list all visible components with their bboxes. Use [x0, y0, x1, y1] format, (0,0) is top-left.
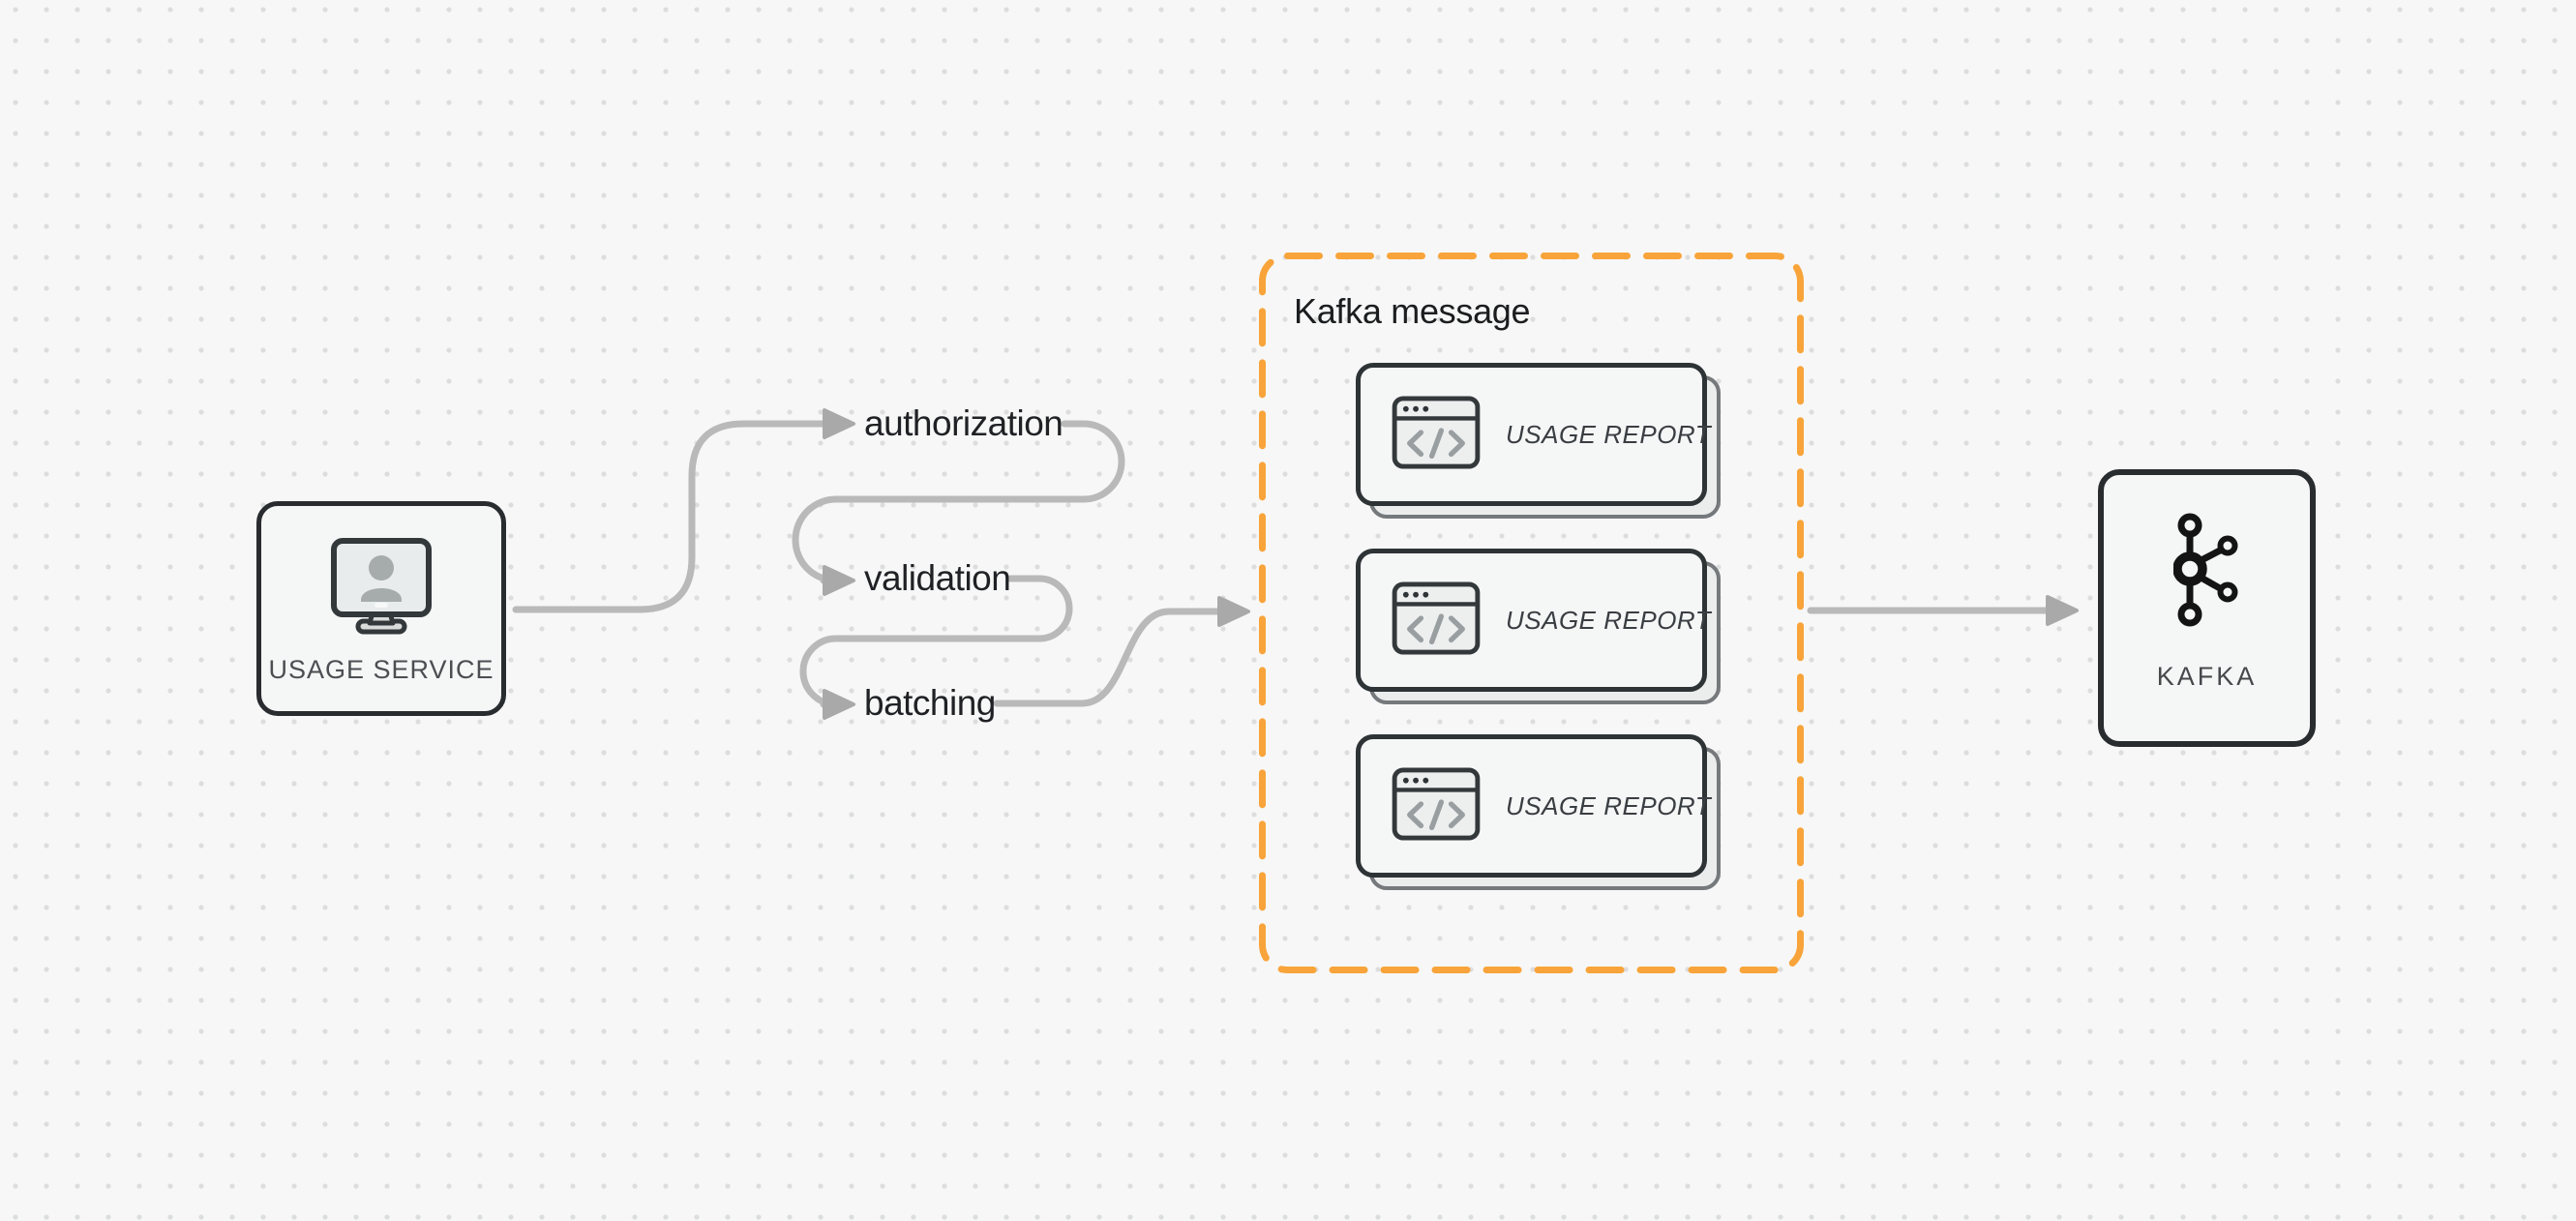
arrowhead-icon [823, 689, 855, 720]
card-front: USAGE REPORT [1356, 549, 1711, 692]
usage-report-card: USAGE REPORT [1356, 549, 1721, 704]
monitor-user-icon [261, 538, 501, 635]
wire-validation-to-batching [799, 575, 1073, 708]
wire-usage-service-to-authorization [512, 420, 827, 613]
kafka-label: KAFKA [2156, 662, 2258, 691]
usage-service-label: USAGE SERVICE [268, 655, 494, 684]
kafka-logo-icon [2104, 512, 2310, 630]
step-label-authorization: authorization [864, 403, 1063, 443]
code-window-icon [1392, 395, 1481, 474]
code-window-icon [1392, 766, 1481, 846]
arrowhead-icon [2046, 595, 2079, 626]
card-front: USAGE REPORT [1356, 734, 1711, 878]
usage-report-label: USAGE REPORT [1506, 605, 1712, 635]
arrowhead-icon [1217, 596, 1250, 627]
wire-authorization-to-validation [792, 420, 1125, 584]
usage-report-label: USAGE REPORT [1506, 419, 1712, 449]
kafka-message-group-title: Kafka message [1294, 291, 1531, 331]
arrowhead-icon [823, 408, 855, 439]
usage-report-label: USAGE REPORT [1506, 790, 1712, 820]
usage-report-card: USAGE REPORT [1356, 734, 1721, 890]
wire-batching-to-kafka-message [993, 608, 1222, 707]
usage-report-card: USAGE REPORT [1356, 363, 1721, 519]
step-label-batching: batching [864, 683, 996, 723]
step-label-validation: validation [864, 558, 1011, 598]
card-front: USAGE REPORT [1356, 363, 1711, 506]
node-kafka: KAFKA [2098, 469, 2316, 747]
arrowhead-icon [823, 565, 855, 596]
node-usage-service: USAGE SERVICE [256, 501, 506, 716]
code-window-icon [1392, 581, 1481, 660]
